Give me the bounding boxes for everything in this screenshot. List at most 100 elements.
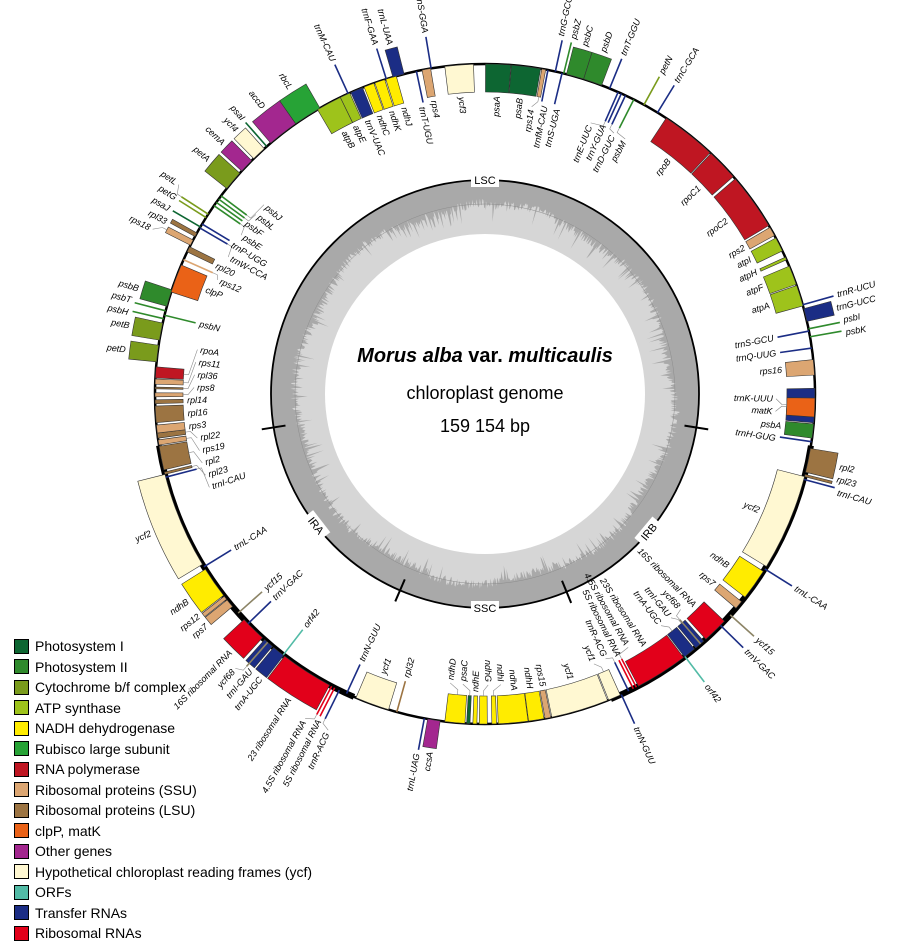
label-leader-line [590, 121, 606, 127]
legend-swatch [14, 720, 29, 736]
gene-label: rps3 [188, 419, 206, 431]
gene-trnl-uag [417, 718, 426, 750]
gene-5s-ribosomal-rna [319, 687, 336, 717]
legend-swatch [14, 679, 29, 695]
legend-label: NADH dehydrogenase [35, 720, 176, 737]
gene-label: ndhH [522, 667, 535, 690]
gene-trns-gga [425, 36, 432, 69]
gene-label: ndhB [168, 597, 191, 617]
gene-label: ccsA [422, 751, 435, 772]
gene-psbj [220, 195, 248, 216]
gene-psaj [172, 210, 201, 228]
gene-trnm-cau [334, 64, 349, 95]
label-leader-line [661, 625, 673, 632]
gene-label: orf42 [703, 682, 723, 704]
gene-psbb [139, 280, 173, 307]
gene-trnd-guc [611, 95, 627, 125]
gene-trnv-uac [350, 87, 374, 119]
gene-5s-ribosomal-rna [618, 659, 635, 690]
gene-ycf2 [742, 469, 805, 567]
legend-swatch [14, 741, 29, 757]
gene-ndhc [363, 82, 384, 114]
gene-trnr-acg [613, 661, 630, 692]
gene-ycf1 [597, 669, 621, 701]
gene-label: ndhA [507, 669, 519, 691]
gene-psbi [808, 321, 841, 330]
legend-item-trn: Transfer RNAs [14, 903, 312, 924]
gene-label: ycf2 [133, 528, 153, 544]
gene-trnn-guu [620, 694, 636, 724]
gene-label: trnT-GGU [619, 17, 643, 57]
gene-rpob [650, 117, 711, 174]
region-boundary-tick [261, 424, 286, 431]
gene-petd [128, 340, 159, 363]
species-name: Morus alba [357, 345, 463, 367]
label-leader-line [775, 398, 787, 405]
gene-rps7 [714, 583, 742, 609]
gene-peta [204, 153, 241, 189]
legend-label: clpP, matK [35, 822, 101, 839]
label-leader-line [176, 184, 182, 198]
label-leader-line [483, 684, 489, 696]
gene-psbk [809, 330, 842, 338]
gene-label: atpF [744, 282, 765, 298]
legend-label: Ribosomal proteins (SSU) [35, 781, 197, 798]
label-leader-line [322, 718, 329, 731]
gene-label: rps14 [523, 109, 536, 133]
label-leader-line [183, 374, 195, 389]
label-leader-line [186, 437, 200, 451]
gene-label: rpl36 [197, 370, 218, 381]
label-leader-line [616, 127, 626, 140]
gene-label: rps7 [697, 569, 718, 589]
label-leader-line [450, 682, 459, 695]
gene-label: rpl2 [204, 454, 221, 467]
gene-ndhb [181, 568, 224, 613]
gene-ycf3 [444, 63, 475, 95]
label-leader-line [492, 684, 502, 696]
gene-label: ycf3 [457, 96, 468, 114]
gene-ycf4 [233, 127, 265, 160]
legend-item-rpo: RNA polymerase [14, 759, 312, 780]
gene-ndha [496, 693, 529, 725]
legend-label: Rubisco large subunit [35, 740, 170, 757]
label-leader-line [676, 609, 681, 620]
gene-4-5s-ribosomal-rna [316, 685, 333, 715]
gene-label: accD [247, 88, 268, 111]
gene-petn [643, 76, 661, 106]
label-leader-line [240, 223, 245, 236]
label-leader-line [227, 243, 233, 258]
gene-ycf15 [729, 614, 755, 637]
gene-16s-ribosomal-rna [686, 601, 725, 640]
gene-label: psbK [844, 324, 868, 338]
legend-item-orf: ORFs [14, 882, 312, 903]
legend-swatch [14, 843, 29, 859]
gene-trnl-caa [764, 568, 793, 587]
gene-trne-uuc [604, 91, 619, 122]
label-leader-line [183, 387, 195, 396]
gene-label: petD [105, 342, 127, 354]
gene-label: trnS-GGA [414, 0, 430, 34]
label-leader-line [305, 714, 318, 720]
gene-label: orf42 [301, 607, 321, 629]
gene-trnv-gac [719, 624, 744, 649]
label-leader-line [775, 405, 787, 412]
gene-label: psbC [580, 24, 596, 48]
gene-rpl32 [396, 680, 407, 713]
gene-trnt-ggu [608, 58, 623, 89]
gene-features [128, 36, 842, 750]
gene-orf42 [684, 656, 705, 683]
gene-rpl23 [804, 474, 833, 485]
gene-label: petA [191, 144, 212, 164]
gene-ndhk [374, 79, 394, 110]
gene-label: psbI [841, 311, 861, 325]
gc-midline [294, 203, 676, 585]
gene-label: rpoC2 [704, 216, 730, 238]
gene-trni-cau [165, 468, 197, 478]
gene-23s-ribosomal-rna [624, 634, 685, 687]
legend-label: Transfer RNAs [35, 904, 128, 921]
gene-psbd [583, 51, 612, 86]
gene-psbh [132, 310, 164, 320]
gene-ccsa [422, 718, 441, 750]
gene-trns-uga [553, 72, 563, 105]
label-leader-line [212, 272, 218, 280]
